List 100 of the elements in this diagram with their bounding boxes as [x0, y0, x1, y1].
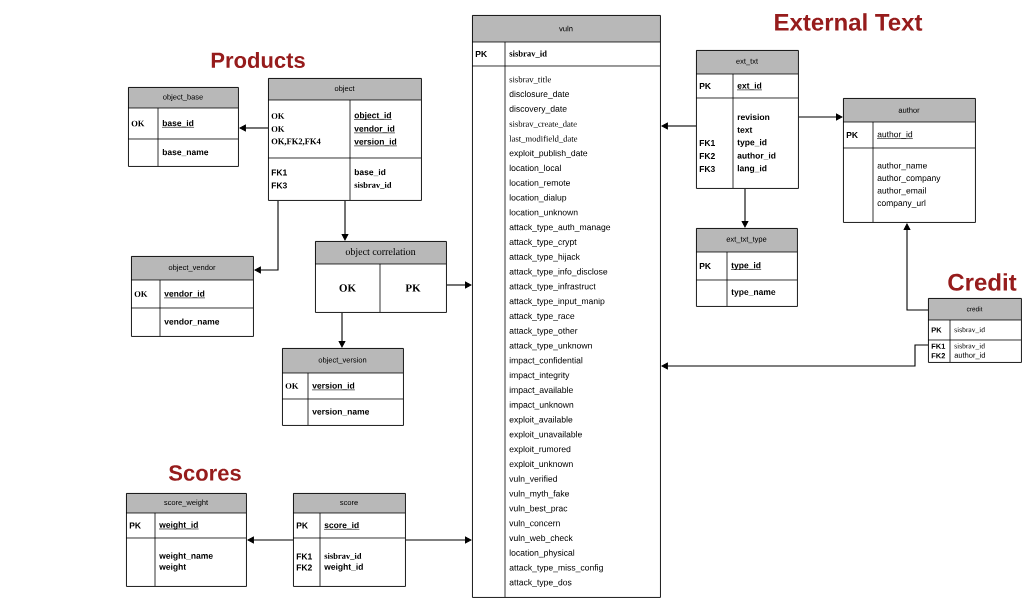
- field-name: attack_type_crypt: [509, 238, 577, 247]
- key-label: PK: [699, 263, 711, 269]
- field-name: weight_id: [324, 563, 363, 572]
- arrow: [341, 200, 349, 241]
- key-label: PK: [846, 132, 858, 138]
- arrow: [798, 113, 843, 121]
- field-name: attack_type_unknown: [509, 342, 592, 351]
- field-name: sisbrav_create_date: [509, 120, 577, 128]
- key-label: OK: [271, 113, 285, 119]
- key-label: FK1: [271, 169, 287, 176]
- key-label: FK3: [699, 166, 715, 172]
- field-name: author_id: [876, 131, 914, 139]
- field-name: type_name: [731, 289, 776, 297]
- field-name: exploit_unavailable: [509, 431, 582, 440]
- field-name: location_dialup: [509, 194, 567, 203]
- field-name: company_url: [877, 199, 926, 208]
- key-label: PK: [296, 522, 308, 529]
- arrow: [405, 536, 472, 544]
- field-name: author_name: [877, 162, 927, 171]
- field-name: author_email: [877, 187, 926, 196]
- field-name: attack_type_other: [509, 327, 578, 336]
- section-heading: Products: [211, 51, 305, 69]
- field-name: last_modifield_date: [509, 135, 578, 143]
- field-name: location_unknown: [509, 209, 578, 218]
- field-name: version_name: [312, 408, 370, 416]
- key-label: FK2: [699, 153, 715, 159]
- field-name: attack_type_info_disclose: [509, 268, 608, 277]
- key-label: OK: [285, 383, 299, 389]
- field-name: vendor_id: [163, 290, 206, 299]
- key-label: OK: [339, 284, 356, 292]
- field-name: exploit_unknown: [509, 460, 573, 469]
- field-name: version_id: [311, 382, 356, 391]
- field-name: attack_type_infrastruct: [509, 283, 596, 292]
- key-label: PK: [129, 522, 141, 529]
- key-label: FK3: [271, 182, 287, 189]
- section-heading: External Text: [775, 13, 923, 31]
- field-name: base_name: [162, 148, 209, 157]
- entity-table: [695, 50, 799, 189]
- field-name: sisbrav_id: [354, 181, 392, 190]
- section-heading: Scores: [168, 465, 241, 481]
- field-name: location_physical: [509, 549, 575, 558]
- section-heading: Credit: [948, 273, 1017, 291]
- entity-table: [127, 87, 239, 167]
- field-name: impact_integrity: [509, 371, 570, 380]
- entity-table: [842, 98, 976, 223]
- field-name: vendor_id: [353, 125, 396, 134]
- entity-table: [281, 348, 404, 426]
- entity-table: [695, 228, 798, 307]
- key-label: PK: [405, 284, 421, 292]
- entity-table: [267, 78, 422, 201]
- field-name: weight: [159, 563, 187, 572]
- key-label: OK,FK2,FK4: [271, 138, 321, 146]
- field-name: object_id: [353, 112, 393, 120]
- field-name: attack_type_miss_config: [509, 564, 603, 573]
- field-name: attack_type_race: [509, 312, 575, 321]
- field-name: discovery_date: [509, 105, 567, 114]
- entity-table: [292, 493, 406, 587]
- field-name: revision: [737, 113, 770, 121]
- field-name: weight_name: [159, 552, 213, 561]
- key-label: OK: [134, 291, 148, 297]
- key-label: FK1: [296, 553, 312, 560]
- field-name: vuln_verified: [509, 475, 557, 484]
- field-name: vuln_concern: [509, 519, 560, 528]
- field-name: vuln_web_check: [509, 534, 573, 543]
- field-name: type_id: [730, 262, 762, 270]
- field-name: author_company: [877, 174, 941, 183]
- key-label: FK2: [296, 564, 312, 571]
- field-name: attack_type_auth_manage: [509, 223, 611, 232]
- key-label: PK: [699, 83, 711, 89]
- key-label: FK1: [699, 140, 715, 146]
- field-name: impact_available: [509, 386, 573, 395]
- field-name: ext_id: [736, 82, 763, 91]
- entity-table: [130, 256, 254, 337]
- field-name: impact_unknown: [509, 401, 574, 410]
- arrow: [741, 188, 749, 228]
- field-name: vuln_myth_fake: [509, 490, 570, 499]
- field-name: lang_id: [737, 165, 767, 173]
- field-name: vuln_best_prac: [509, 505, 568, 514]
- field-name: version_id: [353, 138, 398, 147]
- field-name: attack_type_hijack: [509, 253, 580, 262]
- field-name: impact_confidential: [509, 357, 583, 366]
- field-name: sisbrav_id: [324, 552, 362, 561]
- entity-table: [471, 15, 661, 598]
- key-label: OK: [131, 120, 145, 127]
- field-name: location_local: [509, 164, 561, 173]
- field-name: exploit_available: [509, 416, 573, 425]
- field-name: attack_type_dos: [509, 579, 572, 588]
- entity-table: [125, 493, 247, 587]
- field-name: base_id: [161, 119, 195, 128]
- field-name: author_id: [737, 152, 776, 160]
- table-title: object correlation: [345, 247, 416, 258]
- entity-table: [927, 298, 1022, 363]
- arrow: [446, 281, 472, 289]
- field-name: location_remote: [509, 179, 570, 188]
- field-name: type_id: [737, 139, 767, 147]
- key-label: OK: [271, 126, 285, 132]
- field-name: text: [737, 127, 753, 133]
- field-name: attack_type_input_manip: [509, 297, 605, 306]
- field-name: sisbrav_id: [509, 50, 547, 58]
- key-label: PK: [475, 51, 488, 57]
